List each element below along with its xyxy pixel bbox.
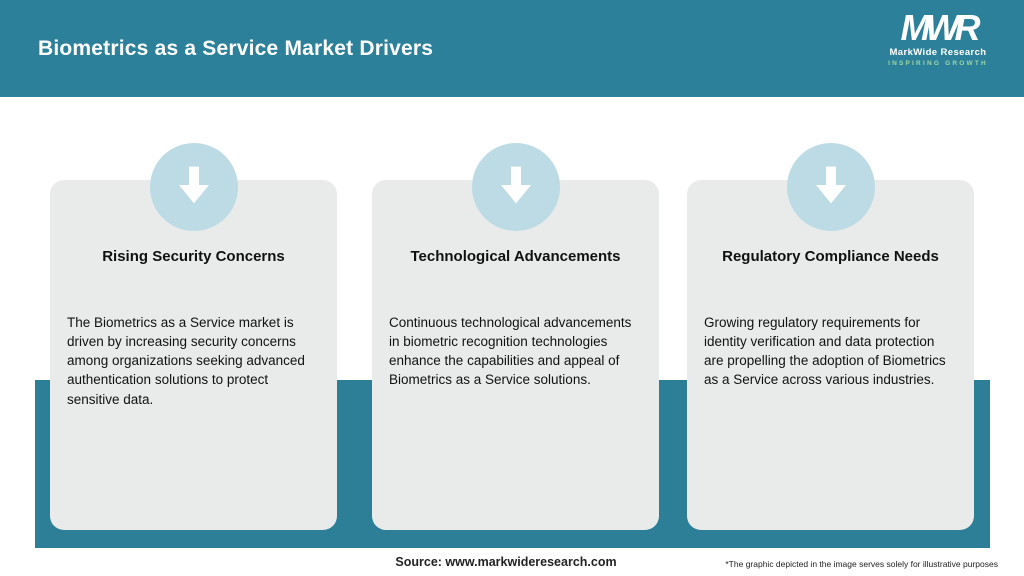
down-arrow-badge	[471, 143, 560, 231]
source-text: Source: www.markwideresearch.com	[395, 555, 617, 569]
card-body-text: Continuous technological advancements in…	[389, 315, 632, 388]
driver-card-regulatory-compliance-needs: Regulatory Compliance Needs Growing regu…	[687, 143, 974, 530]
logo-monogram: MWR	[900, 7, 981, 48]
card-body-text: The Biometrics as a Service market is dr…	[67, 315, 305, 407]
card-title: Regulatory Compliance Needs	[722, 248, 939, 265]
disclaimer-text: *The graphic depicted in the image serve…	[725, 559, 998, 569]
card-title: Technological Advancements	[410, 248, 621, 265]
down-arrow-icon	[815, 166, 846, 204]
page-title: Biometrics as a Service Market Drivers	[38, 36, 434, 60]
header-bar: Biometrics as a Service Market Drivers M…	[0, 0, 1024, 97]
card-title: Rising Security Concerns	[102, 248, 285, 265]
card-body-text: Growing regulatory requirements for iden…	[704, 315, 946, 388]
logo-tagline: INSPIRING GROWTH	[888, 59, 988, 67]
down-arrow-badge	[149, 143, 238, 231]
source-line: Source: www.markwideresearch.com	[0, 555, 1024, 569]
down-arrow-icon	[178, 166, 209, 204]
down-arrow-icon	[500, 166, 531, 204]
driver-card-rising-security-concerns: Rising Security Concerns The Biometrics …	[50, 143, 337, 530]
logo-name: MarkWide Research	[889, 47, 987, 58]
driver-card-technological-advancements: Technological Advancements Continuous te…	[372, 143, 659, 530]
down-arrow-badge	[786, 143, 875, 231]
markwide-research-logo: MWR MarkWide Research INSPIRING GROWTH	[878, 10, 998, 67]
